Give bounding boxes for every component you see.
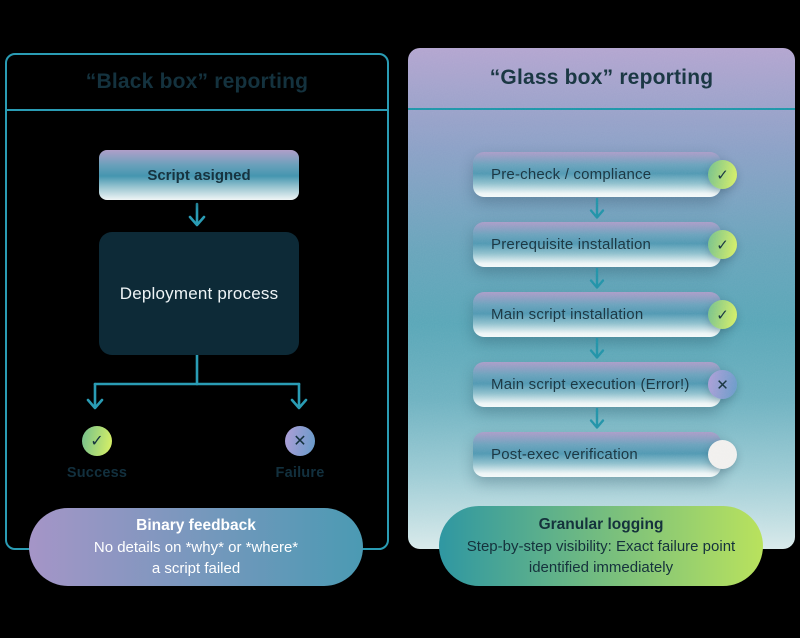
arrow-down-icon: [589, 338, 605, 359]
step-label: Post-exec verification: [491, 446, 638, 463]
granular-logging-line1: Step-by-step visibility: Exact failure p…: [466, 538, 736, 555]
step-label: Main script installation: [491, 306, 644, 323]
step-label: Main script execution (Error!): [491, 376, 690, 393]
step-label: Pre-check / compliance: [491, 166, 652, 183]
binary-feedback-line2: a script failed: [151, 560, 241, 577]
deployment-process-box: Deployment process: [99, 232, 299, 355]
failure-cross-icon: ✕: [285, 426, 315, 456]
check-glyph: ✓: [90, 433, 104, 450]
check-glyph: ✓: [716, 166, 729, 184]
black-box-panel: “Black box” reporting Script asigned Dep…: [5, 53, 389, 550]
script-assigned-box: Script asigned: [99, 150, 299, 200]
failure-label: Failure: [275, 465, 325, 481]
step-status-pending-icon: [708, 440, 737, 469]
failure-outcome: ✕ Failure: [240, 426, 360, 481]
success-label: Success: [66, 465, 128, 481]
success-check-icon: ✓: [82, 426, 112, 456]
script-assigned-label: Script asigned: [147, 166, 251, 184]
step-row-prerequisite: Prerequisite installation ✓: [473, 222, 737, 267]
arrow-down-icon: [589, 408, 605, 429]
binary-feedback-pill: Binary feedback No details on *why* or *…: [29, 508, 363, 586]
success-outcome: ✓ Success: [37, 426, 157, 481]
cross-glyph: ✕: [293, 433, 307, 450]
step-row-precheck: Pre-check / compliance ✓: [473, 152, 737, 197]
black-box-header: “Black box” reporting: [7, 55, 387, 111]
glass-box-header: “Glass box” reporting: [408, 48, 795, 110]
deployment-process-label: Deployment process: [119, 283, 279, 303]
black-box-title: “Black box” reporting: [85, 70, 309, 93]
binary-feedback-heading: Binary feedback: [136, 517, 256, 534]
glass-box-panel: “Glass box” reporting Pre-check / compli…: [408, 48, 795, 549]
cross-glyph: ✕: [716, 376, 729, 394]
granular-logging-line2: identified immediately: [528, 559, 674, 576]
binary-feedback-line1: No details on *why* or *where*: [93, 539, 299, 556]
step-row-postexec: Post-exec verification: [473, 432, 737, 477]
arrow-down-head-icon: [188, 215, 206, 227]
granular-logging-pill: Granular logging Step-by-step visibility…: [439, 506, 763, 586]
granular-logging-heading: Granular logging: [538, 516, 664, 533]
step-row-main-execution: Main script execution (Error!) ✕: [473, 362, 737, 407]
arrow-down-icon: [589, 198, 605, 219]
step-label: Prerequisite installation: [491, 236, 652, 253]
check-glyph: ✓: [716, 306, 729, 324]
branch-right-arrow-head-icon: [290, 398, 308, 410]
step-status-cross-icon: ✕: [708, 370, 737, 399]
branch-left-arrow-head-icon: [86, 398, 104, 410]
arrow-down-icon: [589, 268, 605, 289]
check-glyph: ✓: [716, 236, 729, 254]
step-row-main-install: Main script installation ✓: [473, 292, 737, 337]
step-status-check-icon: ✓: [708, 160, 737, 189]
step-status-check-icon: ✓: [708, 300, 737, 329]
step-status-check-icon: ✓: [708, 230, 737, 259]
glass-box-title: “Glass box” reporting: [489, 66, 714, 89]
